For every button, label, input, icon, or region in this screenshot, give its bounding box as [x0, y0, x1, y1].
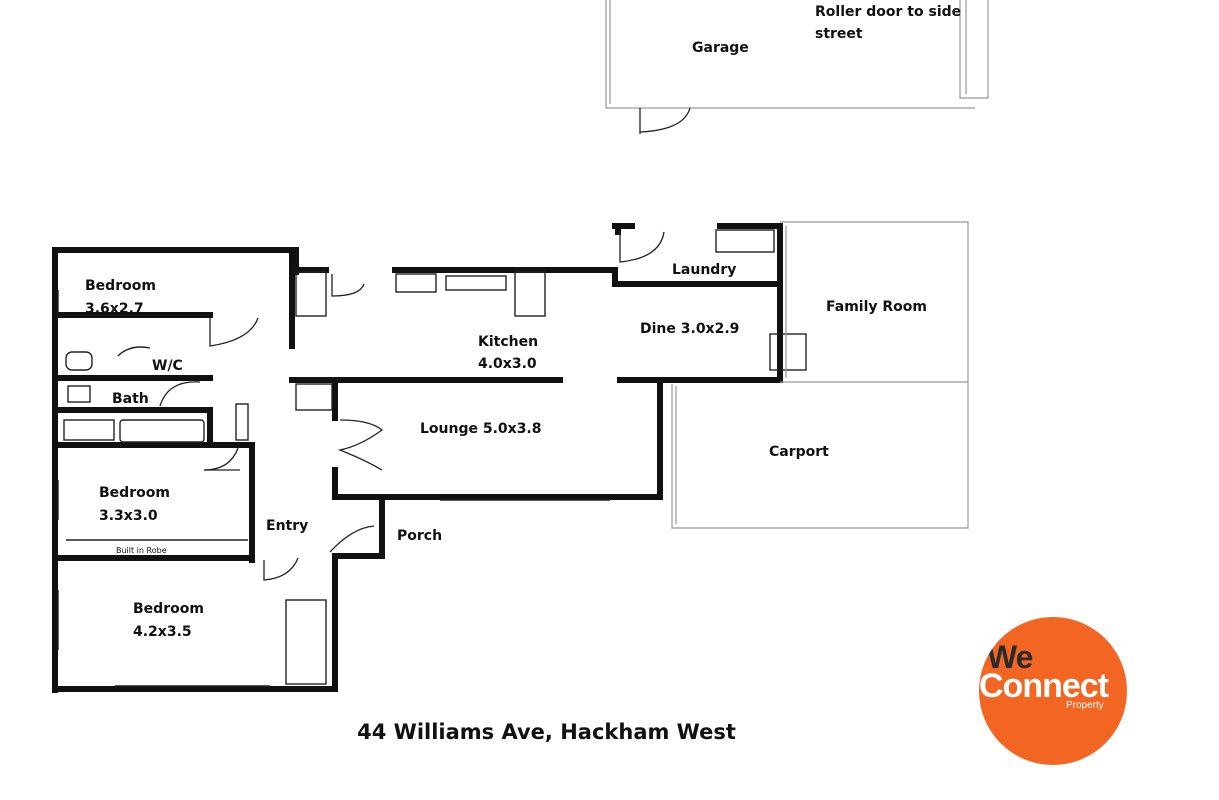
bath-label: Bath — [112, 391, 149, 407]
entry-label: Entry — [266, 518, 308, 534]
weconnect-logo: We Connect Property — [979, 617, 1127, 765]
bedroom2-size: 3.3x3.0 — [99, 508, 158, 524]
roller-door-label-line2: street — [815, 26, 863, 42]
roller-door-label-line1: Roller door to side — [815, 4, 961, 20]
kitchen-label: Kitchen — [478, 334, 538, 350]
bedroom2-label: Bedroom — [99, 485, 170, 501]
garage-label: Garage — [692, 40, 749, 56]
family-room-label: Family Room — [826, 299, 927, 315]
logo-word-we: We — [987, 639, 1033, 675]
bedroom3-size: 4.2x3.5 — [133, 624, 192, 640]
kitchen-size: 4.0x3.0 — [478, 356, 537, 372]
family-carport-outline — [671, 221, 969, 529]
built-in-robe-label: Built in Robe — [116, 546, 167, 555]
carport-label: Carport — [769, 444, 829, 460]
dine-label: Dine 3.0x2.9 — [640, 321, 739, 337]
bedroom1-label: Bedroom — [85, 278, 156, 294]
fixtures — [57, 229, 807, 687]
bedroom3-label: Bedroom — [133, 601, 204, 617]
laundry-label: Laundry — [672, 262, 736, 278]
house-walls — [52, 223, 783, 693]
porch-label: Porch — [397, 528, 442, 544]
bedroom1-size: 3.6x2.7 — [85, 301, 144, 317]
logo-word-connect: Connect — [979, 667, 1109, 705]
garage-structure — [605, 0, 989, 134]
wc-label: W/C — [152, 358, 183, 374]
logo-word-property: Property — [1066, 700, 1104, 711]
property-address: 44 Williams Ave, Hackham West — [357, 720, 736, 744]
lounge-label: Lounge 5.0x3.8 — [420, 421, 542, 437]
